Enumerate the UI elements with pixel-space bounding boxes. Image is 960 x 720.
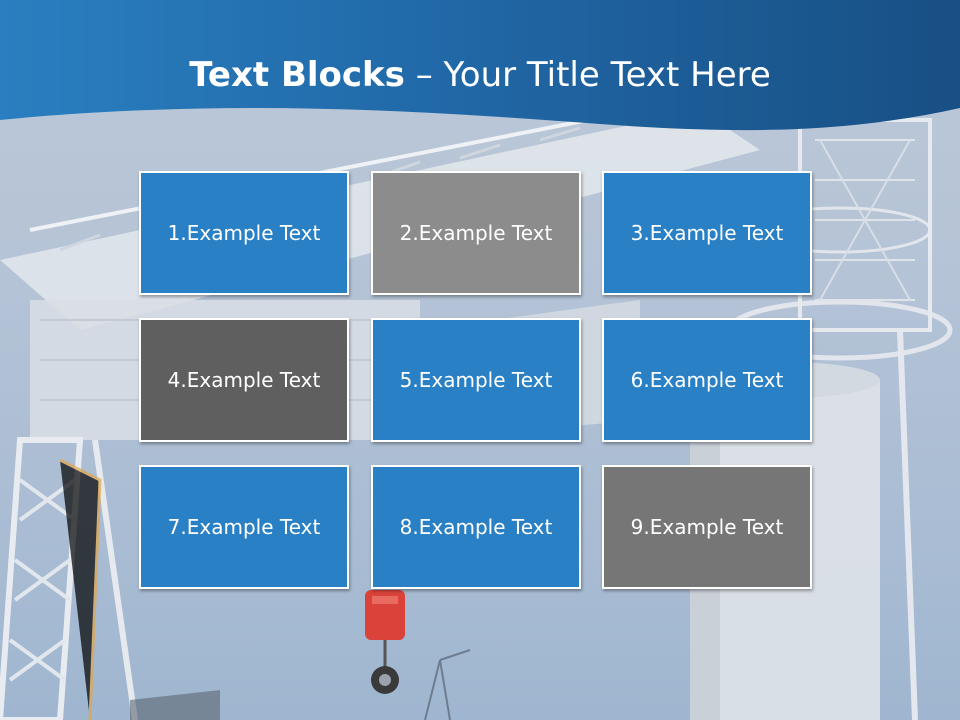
text-block-label: 7.Example Text (167, 515, 321, 539)
text-block-label: 9.Example Text (630, 515, 784, 539)
text-block-4[interactable]: 4.Example Text (139, 318, 349, 442)
text-block-label: 6.Example Text (630, 368, 784, 392)
title-bold-part: Text Blocks (189, 55, 405, 95)
page-title: Text Blocks – Your Title Text Here (0, 52, 960, 98)
title-rest: Your Title Text Here (443, 55, 771, 95)
text-block-label: 1.Example Text (167, 221, 321, 245)
text-block-2[interactable]: 2.Example Text (371, 171, 581, 295)
text-block-5[interactable]: 5.Example Text (371, 318, 581, 442)
text-block-6[interactable]: 6.Example Text (602, 318, 812, 442)
text-block-9[interactable]: 9.Example Text (602, 465, 812, 589)
text-block-label: 3.Example Text (630, 221, 784, 245)
text-block-1[interactable]: 1.Example Text (139, 171, 349, 295)
text-block-8[interactable]: 8.Example Text (371, 465, 581, 589)
header-banner (0, 0, 960, 131)
text-block-7[interactable]: 7.Example Text (139, 465, 349, 589)
text-block-label: 5.Example Text (399, 368, 553, 392)
text-block-label: 4.Example Text (167, 368, 321, 392)
title-dash: – (404, 55, 444, 95)
text-block-3[interactable]: 3.Example Text (602, 171, 812, 295)
text-block-label: 2.Example Text (399, 221, 553, 245)
text-block-label: 8.Example Text (399, 515, 553, 539)
